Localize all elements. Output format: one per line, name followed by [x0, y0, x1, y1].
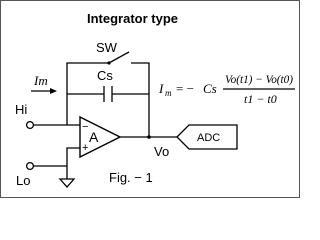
feedback-network — [66, 51, 150, 137]
adc-label: ADC — [197, 132, 220, 144]
current-arrow-head — [50, 88, 57, 94]
lo-label: Lo — [16, 173, 30, 188]
switch-blade — [108, 51, 130, 64]
switch-right-wire — [131, 62, 150, 137]
adc-block — [176, 124, 238, 150]
switch-left-wire — [66, 62, 109, 111]
circuit-canvas: Integrator type SW Cs Im Hi Lo A − + Vo … — [15, 11, 295, 188]
formula-numerator: Vo(t1) − Vo(t0) — [225, 72, 293, 86]
output-node — [147, 135, 151, 139]
amp-label: A — [89, 129, 99, 145]
formula-coefficient: Cs — [203, 81, 217, 96]
amp-plus-label: + — [82, 142, 88, 154]
amp-minus-label: − — [82, 121, 88, 133]
integrator-formula: I m = − Cs Vo(t1) − Vo(t0) t1 − t0 — [158, 72, 295, 106]
lo-terminal — [25, 161, 35, 171]
switch-pivot — [107, 61, 111, 65]
current-label: Im — [33, 73, 48, 88]
figure-caption: Fig. − 1 — [109, 170, 153, 185]
formula-lhs-sub: m — [165, 88, 172, 98]
vo-label: Vo — [154, 144, 169, 159]
hi-label: Hi — [15, 102, 27, 117]
diagram-title: Integrator type — [87, 11, 178, 26]
hi-terminal — [25, 120, 35, 130]
ground-icon — [58, 178, 76, 188]
formula-equals: = − — [176, 81, 194, 96]
op-amp-triangle-icon — [79, 115, 122, 159]
formula-lhs: I — [158, 81, 164, 96]
integrator-diagram: Integrator type SW Cs Im Hi Lo A − + Vo … — [0, 0, 300, 198]
switch-label: SW — [96, 40, 118, 55]
plus-input-wire — [66, 147, 80, 179]
capacitor-label: Cs — [97, 68, 113, 83]
formula-denominator: t1 − t0 — [244, 92, 277, 106]
